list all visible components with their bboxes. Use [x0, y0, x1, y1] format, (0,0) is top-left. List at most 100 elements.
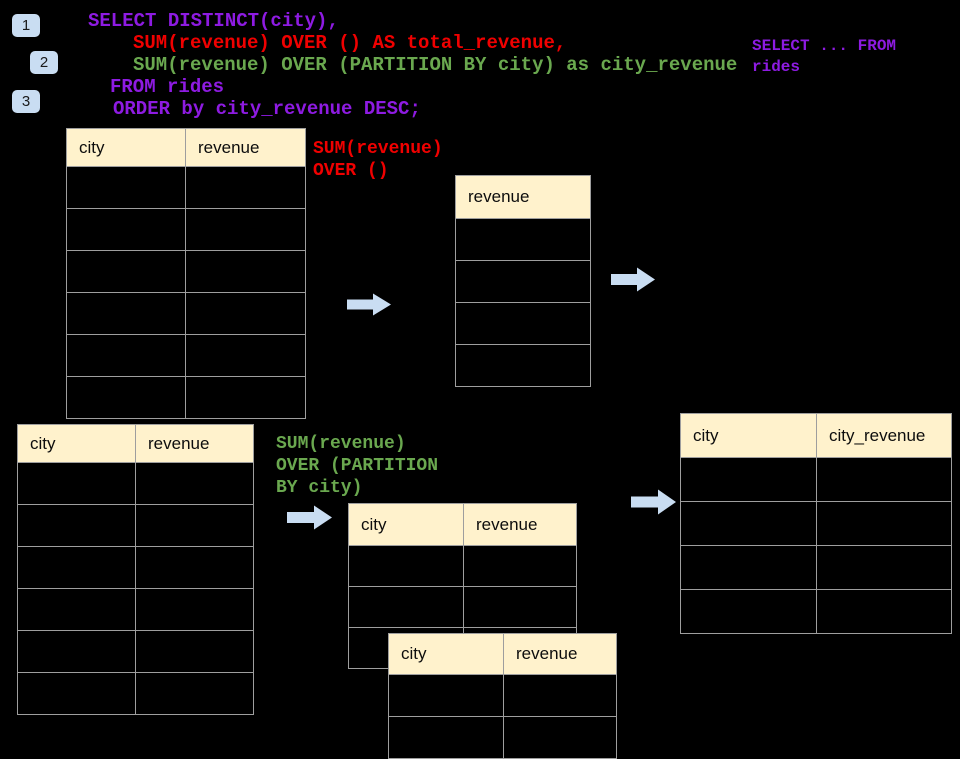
- sql-line-sum-partition: SUM(revenue) OVER (PARTITION BY city) as…: [133, 54, 738, 76]
- table-row: [66, 208, 306, 251]
- table-row: [388, 716, 617, 759]
- table-row: [680, 501, 952, 546]
- table-header-row: city revenue: [17, 424, 254, 463]
- annotation-partition-line-3: BY city): [276, 478, 363, 498]
- column-header-revenue: revenue: [135, 424, 254, 463]
- side-note-line-1: SELECT ... FROM: [752, 37, 897, 55]
- table-row: [17, 462, 254, 505]
- table-source-bottom: city revenue: [17, 424, 254, 715]
- side-note-line-2: rides: [752, 58, 801, 76]
- step-badge-3: 3: [12, 90, 40, 113]
- table-row: [66, 292, 306, 335]
- empty-cell: [17, 630, 136, 673]
- column-header-revenue: revenue: [463, 503, 577, 546]
- sql-line-from: FROM rides: [110, 76, 225, 98]
- table-revenue-only: revenue: [455, 175, 591, 387]
- empty-cell: [185, 250, 306, 293]
- column-header-revenue: revenue: [503, 633, 617, 675]
- empty-cell: [66, 292, 186, 335]
- table-row: [17, 504, 254, 547]
- table-row: [455, 344, 591, 387]
- table-header-row: city revenue: [348, 503, 577, 546]
- right-arrow-icon: [287, 505, 332, 530]
- table-row: [348, 586, 577, 628]
- annotation-total-line-1: SUM(revenue): [313, 139, 443, 159]
- table-header-row: city city_revenue: [680, 413, 952, 458]
- table-header-row: city revenue: [66, 128, 306, 167]
- empty-cell: [135, 672, 254, 715]
- table-row: [348, 545, 577, 587]
- table-row: [680, 457, 952, 502]
- table-row: [66, 376, 306, 419]
- table-row: [17, 672, 254, 715]
- empty-cell: [388, 674, 504, 717]
- empty-cell: [348, 545, 464, 587]
- step-badge-3-label: 3: [21, 93, 31, 110]
- empty-cell: [816, 501, 952, 546]
- table-row: [680, 589, 952, 634]
- table-row: [455, 302, 591, 345]
- empty-cell: [185, 208, 306, 251]
- empty-cell: [185, 166, 306, 209]
- table-header-row: revenue: [455, 175, 591, 219]
- empty-cell: [503, 716, 617, 759]
- column-header-city: city: [348, 503, 464, 546]
- empty-cell: [816, 457, 952, 502]
- table-row: [455, 260, 591, 303]
- annotation-partition-line-2: OVER (PARTITION: [276, 456, 439, 476]
- table-row: [17, 630, 254, 673]
- table-row: [66, 166, 306, 209]
- sql-line-select: SELECT DISTINCT(city),: [88, 10, 339, 32]
- right-arrow-icon: [347, 293, 391, 316]
- step-badge-2: 2: [30, 51, 58, 74]
- column-header-city: city: [66, 128, 186, 167]
- table-row: [455, 218, 591, 261]
- table-partition-front: city revenue: [388, 633, 617, 759]
- table-row: [388, 674, 617, 717]
- empty-cell: [680, 457, 817, 502]
- empty-cell: [455, 344, 591, 387]
- empty-cell: [66, 166, 186, 209]
- empty-cell: [66, 334, 186, 377]
- empty-cell: [680, 501, 817, 546]
- empty-cell: [463, 586, 577, 628]
- empty-cell: [680, 589, 817, 634]
- empty-cell: [503, 674, 617, 717]
- step-badge-1: 1: [12, 14, 40, 37]
- table-result: city city_revenue: [680, 413, 952, 634]
- table-row: [66, 250, 306, 293]
- empty-cell: [135, 504, 254, 547]
- empty-cell: [17, 588, 136, 631]
- empty-cell: [66, 250, 186, 293]
- table-row: [66, 334, 306, 377]
- step-badge-1-label: 1: [21, 17, 31, 34]
- empty-cell: [185, 334, 306, 377]
- empty-cell: [17, 672, 136, 715]
- table-header-row: city revenue: [388, 633, 617, 675]
- empty-cell: [455, 260, 591, 303]
- empty-cell: [348, 586, 464, 628]
- empty-cell: [17, 546, 136, 589]
- sql-line-order-by: ORDER by city_revenue DESC;: [113, 98, 421, 120]
- empty-cell: [17, 504, 136, 547]
- column-header-city: city: [680, 413, 817, 458]
- column-header-revenue: revenue: [455, 175, 591, 219]
- empty-cell: [463, 545, 577, 587]
- empty-cell: [135, 462, 254, 505]
- table-row: [680, 545, 952, 590]
- table-row: [17, 546, 254, 589]
- empty-cell: [680, 545, 817, 590]
- empty-cell: [455, 218, 591, 261]
- empty-cell: [455, 302, 591, 345]
- right-arrow-icon: [631, 489, 676, 515]
- empty-cell: [135, 546, 254, 589]
- column-header-city: city: [388, 633, 504, 675]
- column-header-city: city: [17, 424, 136, 463]
- empty-cell: [66, 208, 186, 251]
- empty-cell: [66, 376, 186, 419]
- empty-cell: [816, 545, 952, 590]
- column-header-revenue: revenue: [185, 128, 306, 167]
- empty-cell: [185, 376, 306, 419]
- empty-cell: [135, 630, 254, 673]
- annotation-partition-line-1: SUM(revenue): [276, 434, 406, 454]
